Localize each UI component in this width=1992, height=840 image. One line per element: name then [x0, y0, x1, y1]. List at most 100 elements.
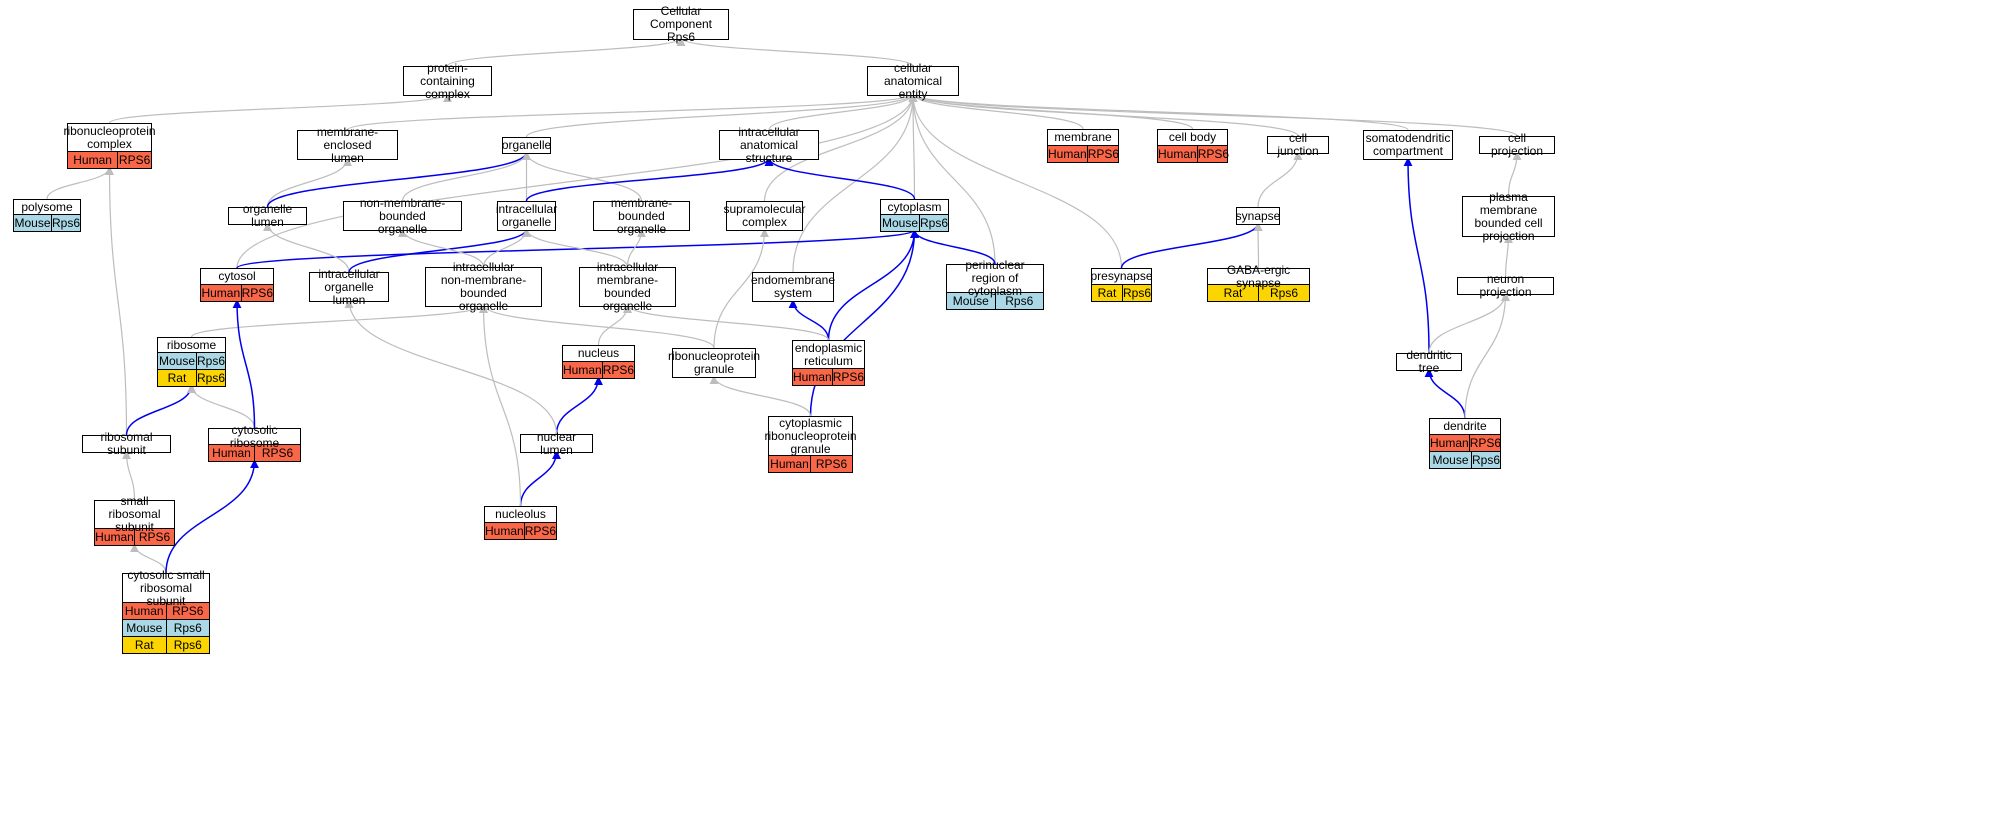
species-name: Mouse: [881, 215, 918, 230]
node-neuron-projection: neuron projection: [1457, 273, 1554, 299]
edge-gray-small-ribosomal-subunit-to-ribosomal-subunit: [122, 450, 136, 501]
gene-symbol: Rps6: [165, 620, 210, 636]
node-label: ribonucleoprotein granule: [667, 349, 761, 376]
gene-symbol: Rps6: [195, 370, 225, 386]
edge-gray-ribonucleoprotein-granule-to-intracellular-non-membrane-bounded-organelle: [479, 304, 715, 349]
node-label: GABA-ergic synapse: [1226, 262, 1291, 290]
edge-gray-intracellular-anatomical-structure-to-cellular-anatomical-entity: [768, 93, 918, 131]
edge-gray-dendrite-to-neuron-projection: [1464, 292, 1510, 419]
edge-gray-ribosome-to-intracellular-non-membrane-bounded-organelle: [190, 304, 488, 338]
edge-gray-cytosolic-small-ribosomal-subunit-to-small-ribosomal-subunit: [130, 543, 167, 574]
species-row: Rat Rps6: [158, 369, 225, 386]
gene-symbol: Rps6: [50, 215, 80, 231]
gene-symbol: RPS6: [523, 523, 557, 539]
edge-gray-cell-projection-to-cellular-anatomical-entity: [908, 93, 1518, 137]
node-plasma-membrane-bounded-cell-projection: plasma membrane bounded cell projection: [1462, 190, 1555, 242]
node-intracellular-organelle-lumen: intracellular organelle lumen: [309, 267, 389, 306]
node-membrane-enclosed-lumen: membrane-enclosed lumen: [297, 125, 398, 164]
node-label: cytosol: [218, 269, 256, 283]
node-label: dendrite: [1443, 419, 1487, 433]
edge-gray-membrane-bounded-organelle-to-organelle: [522, 151, 643, 202]
gene-symbol: Rps6: [994, 293, 1044, 309]
node-label: dendritic tree: [1406, 348, 1452, 375]
node-label: intracellular organelle: [495, 202, 558, 229]
gene-symbol: RPS6: [1196, 146, 1230, 162]
node-label: ribonucleoprotein complex: [63, 123, 156, 151]
node-intracellular-organelle: intracellular organelle: [495, 201, 558, 231]
edge-gray-supramolecular-complex-to-cellular-anatomical-entity: [763, 93, 918, 202]
node-label: cytoplasm: [887, 199, 942, 214]
gene-symbol: RPS6: [601, 362, 635, 378]
node-protein-containing-complex: protein-containing complex: [403, 61, 492, 100]
edge-gray-presynapse-to-cellular-anatomical-entity: [908, 93, 1123, 269]
node-label: intracellular membrane-bounded organelle: [596, 260, 659, 313]
edge-gray-non-membrane-bounded-organelle-to-organelle: [401, 151, 531, 202]
edge-blue-cytoplasm-to-intracellular-anatomical-structure: [764, 157, 916, 200]
node-label: cell body: [1168, 130, 1217, 144]
edge-gray-cytoplasmic-rnp-granule-to-ribonucleoprotein-granule: [709, 375, 812, 417]
node-ribonucleoprotein-granule: ribonucleoprotein granule: [667, 348, 761, 378]
edge-gray-synapse-to-cell-junction: [1257, 151, 1303, 208]
gene-symbol: RPS6: [1468, 435, 1502, 451]
edge-blue-intracellular-organelle-lumen-to-intracellular-organelle: [348, 228, 531, 273]
node-label: membrane-bounded organelle: [610, 195, 673, 236]
node-label: perinuclear region of cytoplasm: [965, 258, 1025, 298]
edge-gray-ribosomal-subunit-to-ribonucleoprotein-complex: [105, 166, 128, 436]
gene-symbol: Rps6: [1258, 285, 1309, 301]
edge-gray-perinuclear-region-to-cellular-anatomical-entity: [908, 93, 996, 265]
species-name: Rat: [1223, 285, 1243, 300]
node-intracellular-anatomical-structure: intracellular anatomical structure: [719, 124, 819, 165]
species-name: Mouse: [14, 215, 51, 230]
species-name: Human: [793, 369, 832, 384]
node-ribosomal-subunit: ribosomal subunit: [82, 431, 171, 457]
node-synapse: synapse: [1236, 207, 1280, 225]
edge-gray-dendritic-tree-to-neuron-projection: [1428, 292, 1510, 354]
node-label: nucleolus: [495, 507, 546, 521]
node-organelle: organelle: [502, 137, 551, 154]
node-non-membrane-bounded-organelle: non-membrane-bounded organelle: [343, 196, 462, 235]
edge-gray-intracellular-membrane-bounded-organelle-to-intracellular-organelle: [522, 228, 629, 268]
node-endomembrane-system: endomembrane system: [751, 272, 835, 302]
species-name: Rat: [167, 370, 187, 385]
edge-gray-nuclear-lumen-to-intracellular-organelle-lumen: [344, 299, 558, 435]
node-label: organelle: [501, 138, 552, 152]
gene-symbol: RPS6: [254, 445, 300, 461]
node-label: intracellular anatomical structure: [738, 124, 800, 165]
node-label: cytosolic ribosome: [229, 422, 280, 450]
node-label: somatodendritic compartment: [1365, 131, 1451, 158]
species-name: Mouse: [1432, 452, 1469, 467]
gene-symbol: RPS6: [831, 369, 865, 385]
edge-gray-endoplasmic-reticulum-to-intracellular-membrane-bounded-organelle: [623, 304, 830, 341]
edge-gray-membrane-enclosed-lumen-to-cellular-anatomical-entity: [346, 93, 918, 131]
edge-gray-intracellular-membrane-bounded-organelle-to-membrane-bounded-organelle: [626, 228, 646, 268]
species-name: Human: [212, 445, 251, 460]
node-organelle-lumen: organelle lumen: [228, 203, 307, 229]
species-name: Human: [563, 362, 602, 377]
node-label: synapse: [1235, 208, 1281, 223]
species-name: Mouse: [158, 353, 195, 368]
gene-symbol: RPS6: [134, 529, 174, 545]
edge-gray-polysome-to-ribonucleoprotein-complex: [46, 166, 114, 200]
node-membrane-bounded-organelle: membrane-bounded organelle: [593, 195, 690, 236]
node-label: nucleus: [577, 346, 620, 360]
species-name: Mouse: [126, 620, 163, 635]
